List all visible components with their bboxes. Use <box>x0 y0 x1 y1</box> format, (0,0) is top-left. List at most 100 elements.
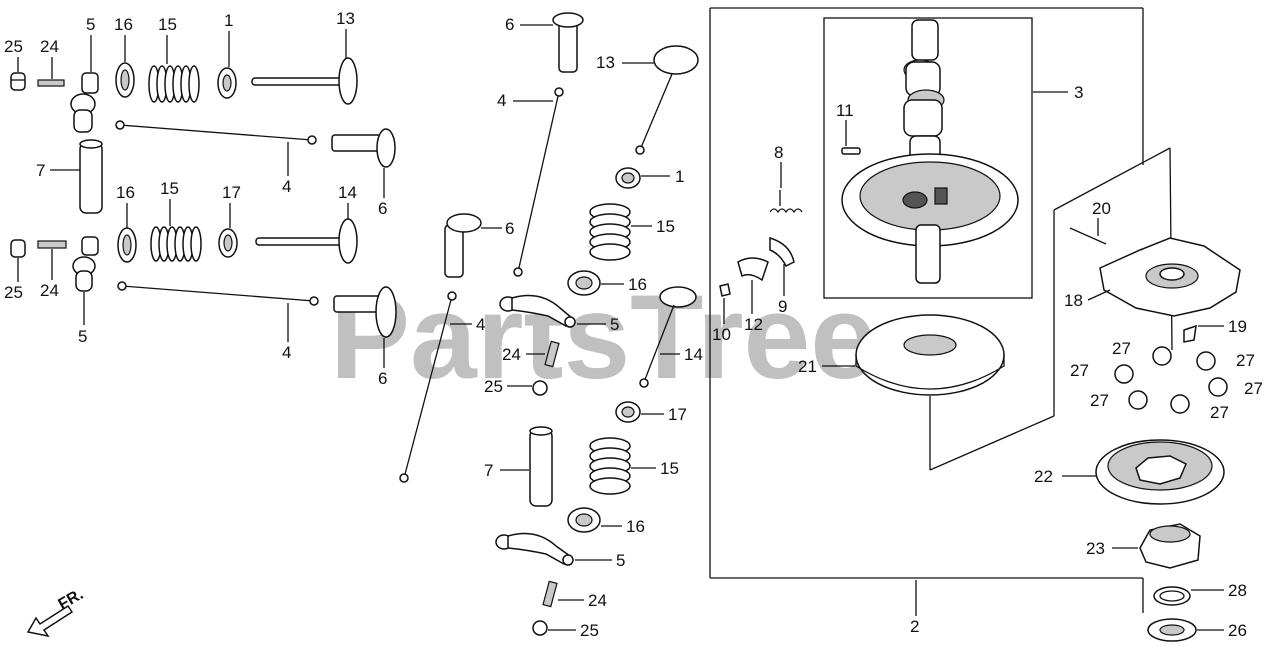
part-18-carrier[interactable] <box>1099 237 1241 317</box>
part-26-washer[interactable] <box>1147 618 1197 642</box>
callout-19: 19 <box>1228 317 1247 336</box>
callout-8: 8 <box>774 143 783 162</box>
part-6-guide-middle[interactable] <box>444 213 482 278</box>
part-5-rocker-arm-middle[interactable] <box>499 294 576 328</box>
callout-15: 15 <box>158 15 177 34</box>
callout-27f: 27 <box>1210 403 1229 422</box>
callout-17: 17 <box>222 183 241 202</box>
callout-6b: 6 <box>378 369 387 388</box>
direction-label: FR. <box>56 586 87 614</box>
callout-16: 16 <box>114 15 133 34</box>
part-10-clip[interactable] <box>719 283 731 297</box>
part-6-guide-upper[interactable] <box>331 128 396 168</box>
callout-27c: 27 <box>1070 361 1089 380</box>
callout-1b: 1 <box>675 167 684 186</box>
part-16-seal-middle-top[interactable] <box>567 270 601 296</box>
callout-26: 26 <box>1228 621 1247 640</box>
part-24-screw-middle-2[interactable] <box>542 580 558 608</box>
part-28-clip[interactable] <box>1153 586 1191 606</box>
part-6-guide-lower[interactable] <box>333 286 397 338</box>
part-19-key[interactable] <box>1183 324 1197 343</box>
part-4-pushrod-upper[interactable] <box>115 120 317 145</box>
part-6-guide-middle-top[interactable] <box>552 12 584 73</box>
callout-5: 5 <box>86 15 95 34</box>
callout-17b: 17 <box>668 405 687 424</box>
part-15-spring-lower[interactable] <box>150 226 202 262</box>
callout-25: 25 <box>4 37 23 56</box>
callout-4b: 4 <box>282 343 291 362</box>
callout-14: 14 <box>338 183 357 202</box>
part-16-seal-lower[interactable] <box>117 227 137 263</box>
part-7-tube[interactable] <box>79 139 103 214</box>
part-14-valve[interactable] <box>255 218 358 264</box>
callout-1: 1 <box>224 11 233 30</box>
part-24-screw[interactable] <box>37 79 65 87</box>
callout-27e: 27 <box>1090 391 1109 410</box>
part-15-spring[interactable] <box>148 65 200 103</box>
part-24-screw-lower[interactable] <box>37 240 67 249</box>
part-12-weight[interactable] <box>737 257 769 282</box>
callout-10: 10 <box>712 325 731 344</box>
callout-20: 20 <box>1092 199 1111 218</box>
part-17-retainer-middle[interactable] <box>615 401 641 423</box>
callout-12: 12 <box>744 315 763 334</box>
callout-7: 7 <box>36 161 45 180</box>
callout-3: 3 <box>1074 83 1083 102</box>
callout-4d: 4 <box>476 315 485 334</box>
callout-14b: 14 <box>684 345 703 364</box>
callout-15b: 15 <box>160 179 179 198</box>
callout-5b: 5 <box>78 327 87 346</box>
part-13-valve-middle[interactable] <box>635 45 699 155</box>
part-13-valve[interactable] <box>251 57 358 105</box>
part-14-valve-middle[interactable] <box>639 286 697 388</box>
part-1-retainer[interactable] <box>217 67 237 99</box>
part-24-screw-middle[interactable] <box>544 340 560 368</box>
part-4-pushrod-middle[interactable] <box>513 87 564 277</box>
part-17-retainer[interactable] <box>218 228 238 258</box>
part-5-rocker-arm-middle-2[interactable] <box>495 532 574 566</box>
part-5-rocker-arm-lower[interactable] <box>72 236 99 292</box>
part-5-rocker-arm[interactable] <box>70 72 99 133</box>
part-25-nut-lower[interactable] <box>10 239 26 258</box>
part-23-nut[interactable] <box>1139 523 1201 569</box>
callout-24d: 24 <box>588 591 607 610</box>
camshaft-frame <box>823 17 1033 299</box>
callout-28: 28 <box>1228 581 1247 600</box>
part-15-spring-middle-top[interactable] <box>589 203 631 261</box>
part-25-nut[interactable] <box>10 72 26 91</box>
callout-27a: 27 <box>1112 339 1131 358</box>
callout-15d: 15 <box>660 459 679 478</box>
part-4-pushrod-middle-2[interactable] <box>399 291 457 483</box>
callout-18: 18 <box>1064 291 1083 310</box>
callout-16c: 16 <box>628 275 647 294</box>
part-3-camshaft[interactable] <box>841 19 1019 284</box>
part-15-spring-middle[interactable] <box>589 437 631 495</box>
callout-24c: 24 <box>502 345 521 364</box>
watermark: PartsTree <box>330 270 877 404</box>
part-8-spring[interactable] <box>769 190 803 214</box>
part-20-pin[interactable] <box>1069 227 1107 245</box>
part-22-cup[interactable] <box>1095 439 1225 505</box>
part-16-seal[interactable] <box>115 62 135 98</box>
callout-6c: 6 <box>505 15 514 34</box>
callout-25d: 25 <box>580 621 599 640</box>
callout-27d: 27 <box>1244 379 1263 398</box>
part-25-nut-middle-2[interactable] <box>532 620 548 636</box>
part-27-balls[interactable] <box>1114 346 1228 414</box>
callout-24b: 24 <box>40 281 59 300</box>
front-direction-arrow: FR. <box>26 586 87 638</box>
callout-13b: 13 <box>596 53 615 72</box>
callout-7b: 7 <box>484 461 493 480</box>
part-25-nut-middle[interactable] <box>532 380 548 396</box>
part-21-plate[interactable] <box>855 314 1005 396</box>
part-9-weight[interactable] <box>769 236 795 268</box>
callout-23: 23 <box>1086 539 1105 558</box>
part-4-pushrod-lower[interactable] <box>117 281 319 306</box>
callout-6d: 6 <box>505 219 514 238</box>
part-1-retainer-middle[interactable] <box>615 167 641 189</box>
part-11-pin[interactable] <box>841 147 861 155</box>
callout-25b: 25 <box>4 283 23 302</box>
callout-11: 11 <box>836 101 854 120</box>
part-16-seal-middle[interactable] <box>567 507 601 533</box>
part-7-tube-middle[interactable] <box>529 426 553 507</box>
